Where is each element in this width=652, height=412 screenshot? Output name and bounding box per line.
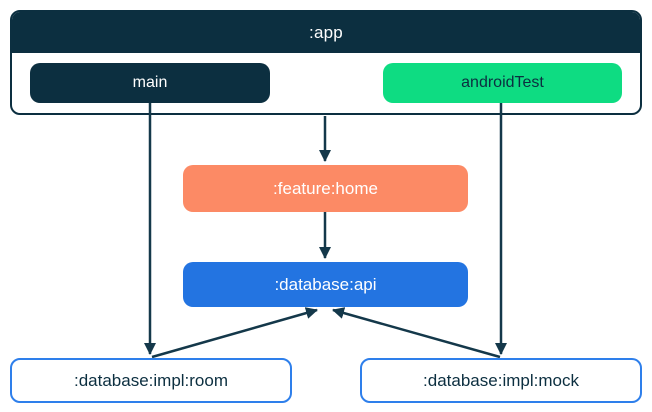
node-androidtest-label: androidTest: [461, 74, 544, 91]
node-database-api-label: :database:api: [274, 274, 377, 294]
node-feature-home-label: :feature:home: [273, 178, 378, 198]
node-database-impl-mock: :database:impl:mock: [360, 358, 642, 403]
node-database-api: :database:api: [183, 262, 468, 307]
node-app-header: :app: [12, 12, 640, 53]
node-database-impl-room: :database:impl:room: [10, 358, 292, 403]
node-database-impl-mock-label: :database:impl:mock: [423, 370, 579, 390]
node-sourceset-main: main: [30, 63, 270, 103]
node-sourceset-androidtest: androidTest: [383, 63, 622, 103]
node-app-container: :app main androidTest: [10, 10, 642, 115]
node-app-label: :app: [309, 22, 343, 42]
node-database-impl-room-label: :database:impl:room: [73, 370, 229, 390]
edge-database-impl-room-to-database-api: [151, 307, 318, 359]
edge-database-impl-mock-to-database-api: [332, 307, 501, 359]
node-feature-home: :feature:home: [183, 165, 468, 212]
node-main-label: main: [132, 74, 168, 91]
